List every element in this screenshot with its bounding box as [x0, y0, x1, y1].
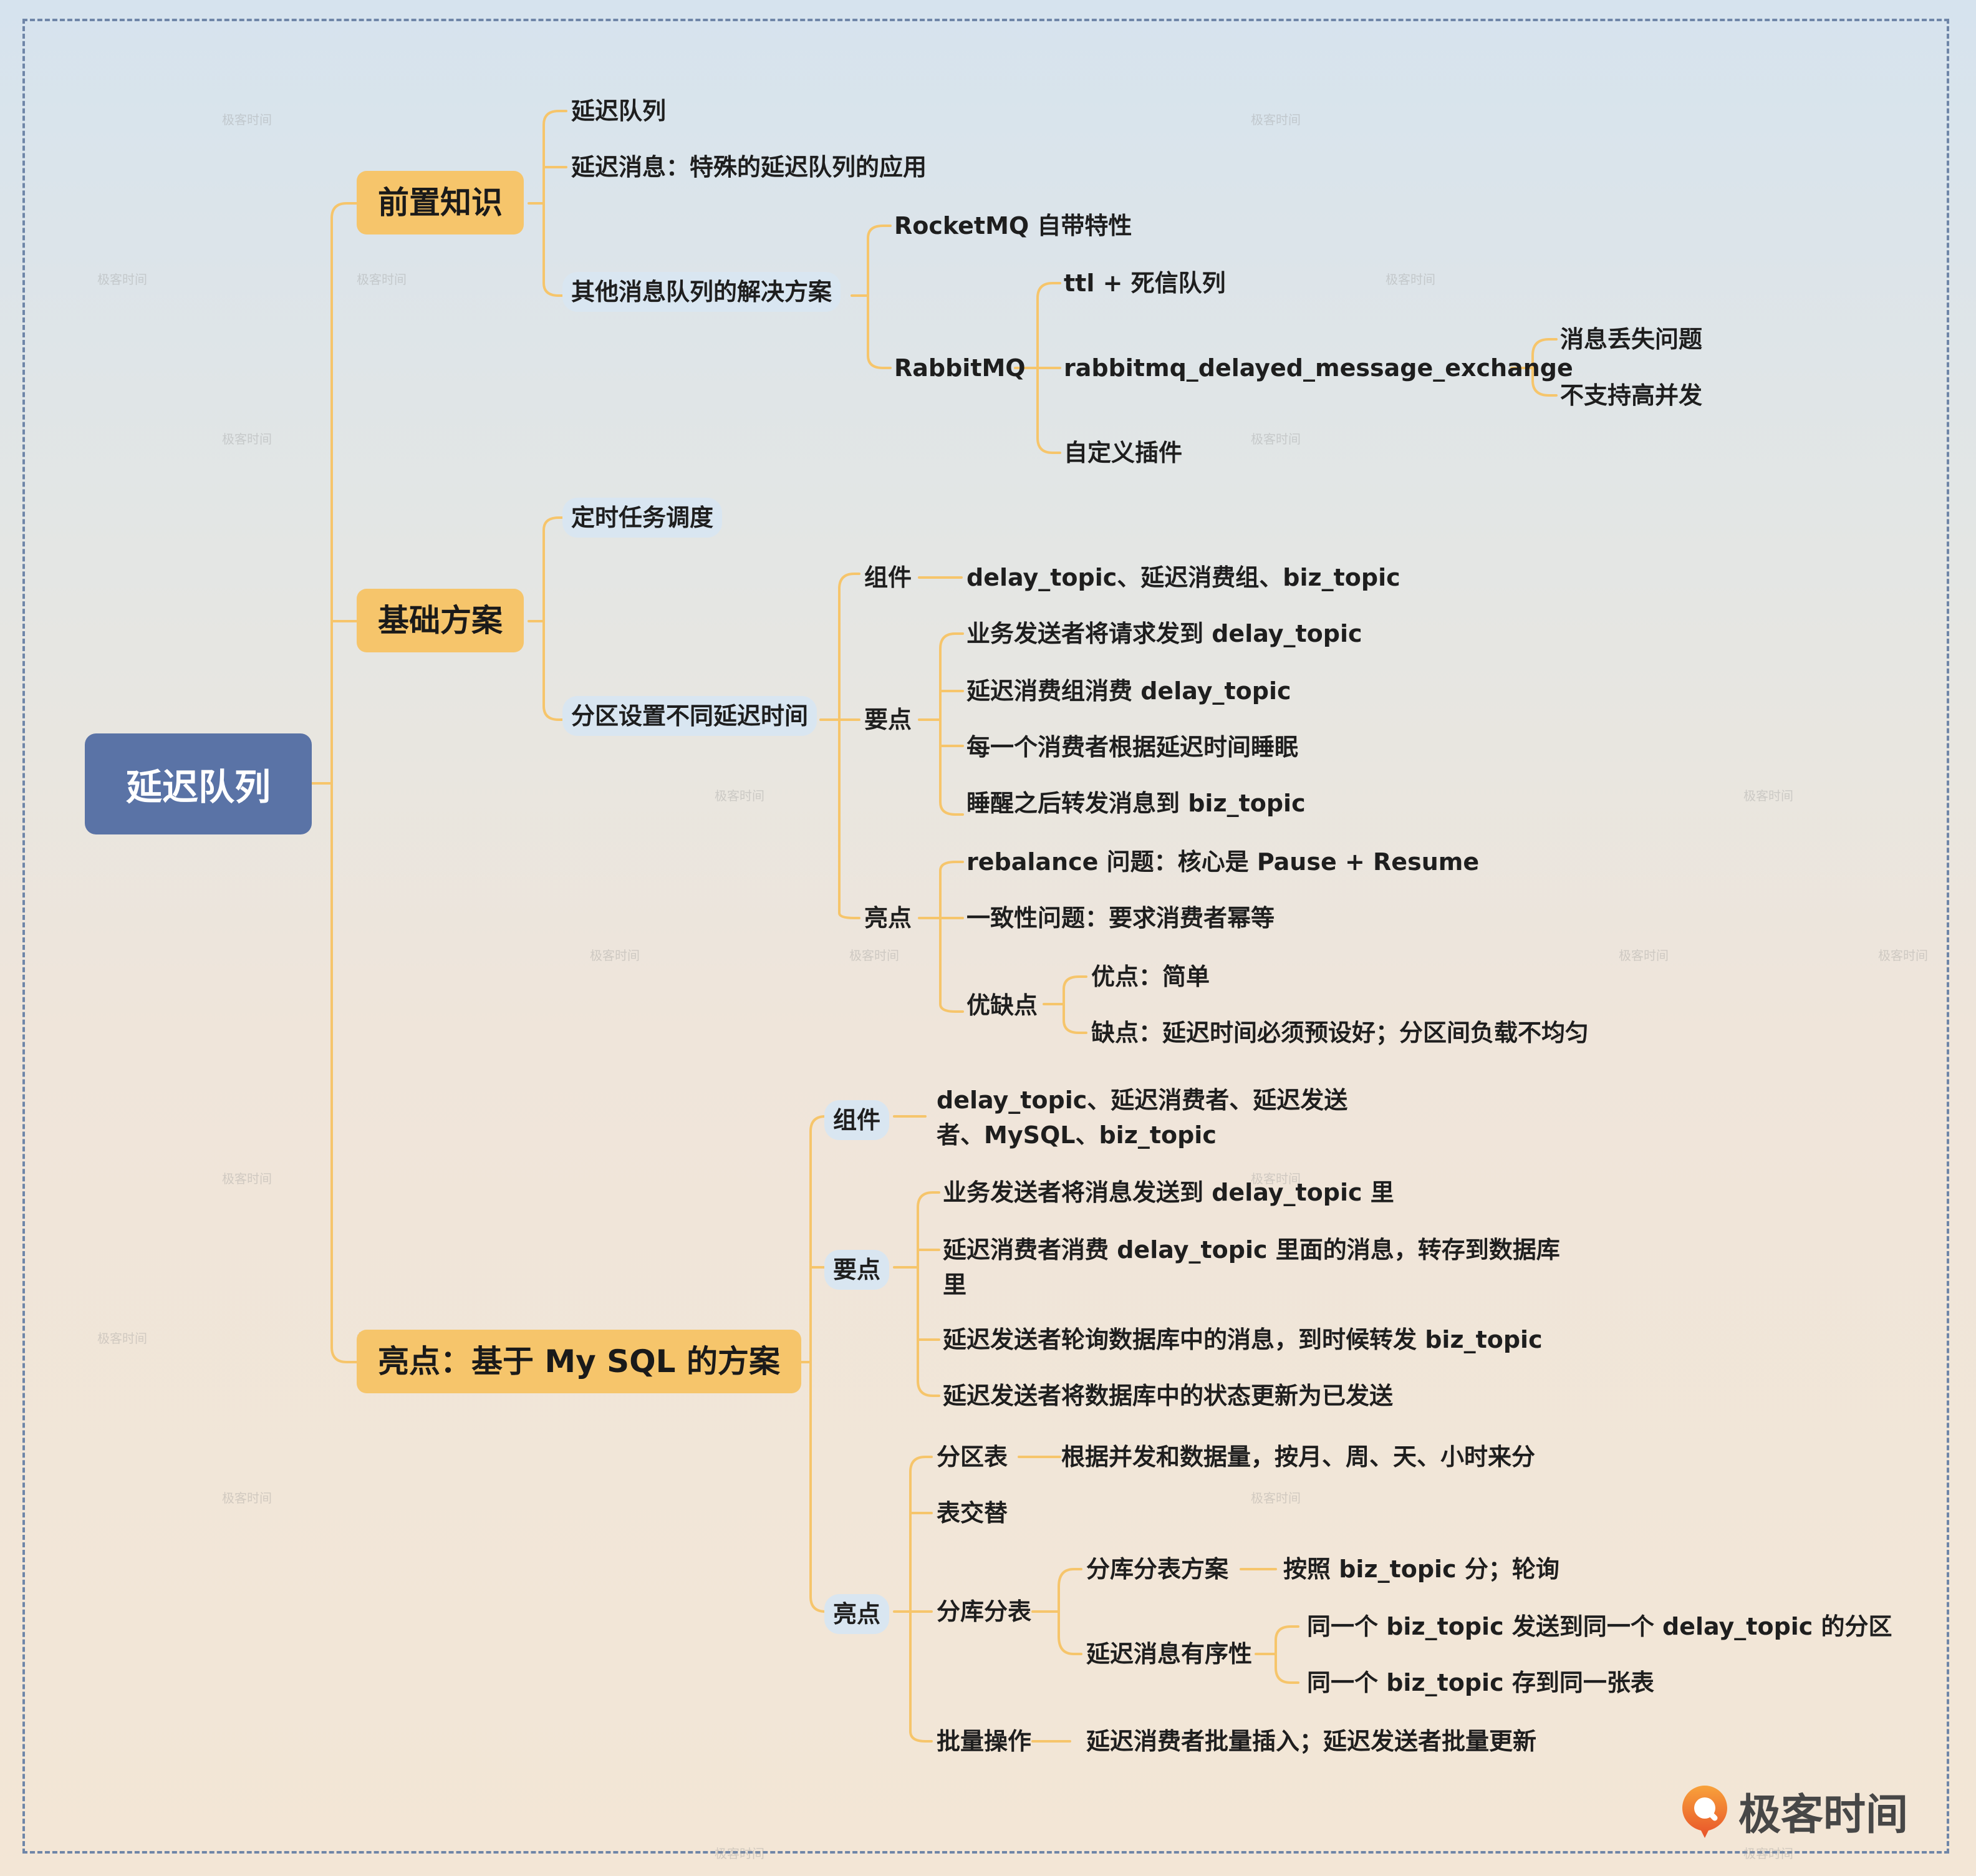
- node-mysql-keypoints-label[interactable]: 要点: [824, 1250, 890, 1290]
- watermark: 极客时间: [1878, 948, 1928, 963]
- watermark: 极客时间: [222, 1491, 272, 1506]
- node-batch-operation[interactable]: 批量操作: [937, 1728, 1032, 1755]
- connector: [528, 516, 567, 721]
- node-mysql-kp3[interactable]: 延迟发送者轮询数据库中的消息，到时候转发 biz_topic: [943, 1326, 1543, 1353]
- node-scheduled-task[interactable]: 定时任务调度: [562, 498, 723, 538]
- connector: [796, 1115, 831, 1613]
- branch-prior-knowledge[interactable]: 前置知识: [357, 171, 524, 234]
- node-basic-kp3[interactable]: 每一个消费者根据延迟时间睡眠: [966, 733, 1299, 761]
- watermark: 极客时间: [1251, 1171, 1301, 1186]
- node-partition-table[interactable]: 分区表: [937, 1443, 1008, 1471]
- branch-mysql-solution[interactable]: 亮点：基于 My SQL 的方案: [357, 1330, 801, 1393]
- node-mysql-components-value[interactable]: delay_topic、延迟消费者、延迟发送者、MySQL、biz_topic: [937, 1086, 1348, 1149]
- node-delay-queue[interactable]: 延迟队列: [571, 97, 667, 125]
- node-custom-plugin[interactable]: 自定义插件: [1064, 439, 1183, 467]
- node-sharding[interactable]: 分库分表: [937, 1598, 1032, 1625]
- node-message-loss[interactable]: 消息丢失问题: [1560, 326, 1703, 353]
- watermark: 极客时间: [1619, 948, 1669, 963]
- connector: [1014, 282, 1061, 454]
- node-basic-proscons-label[interactable]: 优缺点: [966, 992, 1038, 1019]
- branch-basic-solution[interactable]: 基础方案: [357, 589, 524, 652]
- node-basic-components-value[interactable]: delay_topic、延迟消费组、biz_topic: [966, 564, 1400, 591]
- geek-time-logo-icon: [1682, 1785, 1727, 1838]
- node-no-high-concurrency[interactable]: 不支持高并发: [1560, 382, 1703, 409]
- connector: [1510, 338, 1558, 397]
- connector: [918, 861, 964, 1013]
- node-mysql-components-label[interactable]: 组件: [824, 1100, 890, 1140]
- node-basic-kp2[interactable]: 延迟消费组消费 delay_topic: [966, 677, 1291, 705]
- watermark: 极客时间: [849, 948, 899, 963]
- node-partition-delay[interactable]: 分区设置不同延迟时间: [562, 696, 817, 736]
- node-basic-components-label[interactable]: 组件: [864, 564, 912, 591]
- node-batch-desc[interactable]: 延迟消费者批量插入；延迟发送者批量更新: [1086, 1728, 1537, 1755]
- brand-logo: 极客时间: [1680, 1780, 1908, 1842]
- watermark: 极客时间: [357, 272, 407, 287]
- watermark: 极客时间: [97, 272, 147, 287]
- connector: [1031, 1568, 1082, 1655]
- node-delayed-exchange[interactable]: rabbitmq_delayed_message_exchange: [1064, 354, 1573, 382]
- node-mysql-highlights-label[interactable]: 亮点: [824, 1594, 890, 1634]
- node-ordering-table[interactable]: 同一个 biz_topic 存到同一张表: [1307, 1669, 1654, 1696]
- node-mysql-kp2[interactable]: 延迟消费者消费 delay_topic 里面的消息，转存到数据库里: [943, 1236, 1560, 1298]
- watermark: 极客时间: [97, 1331, 147, 1346]
- node-rabbitmq[interactable]: RabbitMQ: [894, 354, 1026, 382]
- node-basic-hl1[interactable]: rebalance 问题：核心是 Pause + Resume: [966, 848, 1480, 876]
- root-node[interactable]: 延迟队列: [85, 733, 312, 834]
- watermark: 极客时间: [1251, 1491, 1301, 1506]
- connector: [1043, 975, 1087, 1034]
- connector: [851, 225, 892, 369]
- watermark: 极客时间: [222, 432, 272, 447]
- node-mysql-kp4[interactable]: 延迟发送者将数据库中的状态更新为已发送: [943, 1382, 1394, 1409]
- node-ordering-partition[interactable]: 同一个 biz_topic 发送到同一个 delay_topic 的分区: [1307, 1613, 1892, 1640]
- watermark: 极客时间: [222, 1171, 272, 1186]
- connector: [819, 573, 860, 919]
- connector: [893, 1456, 933, 1743]
- connector: [528, 110, 567, 297]
- node-basic-hl2[interactable]: 一致性问题：要求消费者幂等: [966, 904, 1275, 932]
- watermark: 极客时间: [1743, 788, 1793, 803]
- node-basic-pros[interactable]: 优点：简单: [1091, 963, 1210, 990]
- connector: [330, 202, 358, 1363]
- watermark: 极客时间: [715, 1846, 764, 1861]
- node-basic-highlights-label[interactable]: 亮点: [864, 904, 912, 932]
- node-other-mq-solutions[interactable]: 其他消息队列的解决方案: [562, 272, 841, 312]
- node-table-swap[interactable]: 表交替: [937, 1499, 1008, 1527]
- dashed-frame: [22, 19, 1949, 1854]
- node-sharding-plan-desc[interactable]: 按照 biz_topic 分；轮询: [1283, 1555, 1559, 1583]
- watermark: 极客时间: [1251, 432, 1301, 447]
- watermark: 极客时间: [590, 948, 640, 963]
- watermark: 极客时间: [1743, 1846, 1793, 1861]
- node-partition-table-desc[interactable]: 根据并发和数据量，按月、周、天、小时来分: [1061, 1443, 1536, 1471]
- node-rocketmq[interactable]: RocketMQ 自带特性: [894, 212, 1132, 239]
- node-sharding-plan[interactable]: 分库分表方案: [1086, 1555, 1229, 1583]
- node-basic-kp4[interactable]: 睡醒之后转发消息到 biz_topic: [966, 790, 1306, 817]
- watermark: 极客时间: [715, 788, 764, 803]
- logo-text: 极客时间: [1738, 1791, 1909, 1840]
- connector: [1255, 1625, 1299, 1684]
- connector: [918, 632, 964, 816]
- node-basic-cons[interactable]: 缺点：延迟时间必须预设好；分区间负载不均匀: [1091, 1019, 1589, 1047]
- watermark: 极客时间: [1251, 112, 1301, 127]
- node-mysql-kp1[interactable]: 业务发送者将消息发送到 delay_topic 里: [943, 1179, 1394, 1206]
- connector: [893, 1191, 940, 1397]
- node-basic-keypoints-label[interactable]: 要点: [864, 706, 912, 733]
- node-delay-message[interactable]: 延迟消息：特殊的延迟队列的应用: [571, 153, 927, 181]
- node-ttl-dead-letter[interactable]: ttl + 死信队列: [1064, 269, 1226, 297]
- watermark: 极客时间: [222, 112, 272, 127]
- node-message-ordering[interactable]: 延迟消息有序性: [1086, 1640, 1253, 1668]
- watermark: 极客时间: [1386, 272, 1435, 287]
- node-basic-kp1[interactable]: 业务发送者将请求发到 delay_topic: [966, 620, 1362, 647]
